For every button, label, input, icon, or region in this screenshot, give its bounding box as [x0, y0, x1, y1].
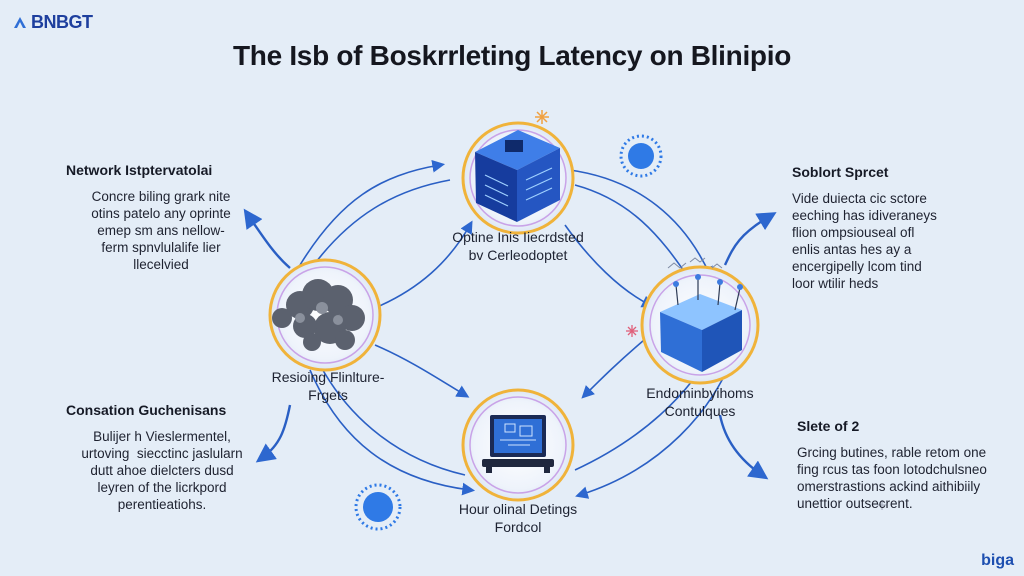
- node-left-cloud: [268, 258, 382, 372]
- logo-icon: [14, 16, 26, 28]
- node-top-server: [461, 121, 575, 235]
- node-left-label: Resioing Flinlture- Frgets: [271, 369, 385, 403]
- outward-arrows: [243, 208, 777, 480]
- block-consation: Consation Guchenisans Bulijer h Vieslerm…: [66, 402, 258, 513]
- block-consation-body: Bulijer h Vieslermentel, urtoving siecct…: [81, 429, 243, 512]
- block-network: Network Istptervatolai Concre biling gra…: [66, 162, 256, 273]
- block-soblort-body: Vide duiecta cic sctore eeching has idiv…: [792, 191, 937, 291]
- block-network-title: Network Istptervatolai: [66, 162, 213, 178]
- page-title: The Isb of Boskrrleting Latency on Blini…: [232, 40, 792, 71]
- sunburst-icon: [354, 483, 402, 531]
- node-right-label: Endominbyihoms Contulques: [646, 385, 754, 419]
- footer-brand: biga: [981, 552, 1014, 569]
- brand-name: BNBGT: [31, 12, 93, 32]
- node-right-box: [640, 257, 760, 385]
- block-network-body: Concre biling grark nite otins patelo an…: [91, 189, 231, 272]
- sparkle-icon: [626, 325, 638, 337]
- block-soblort: Soblort Sprcet Vide duiecta cic sctore e…: [792, 164, 992, 292]
- sunburst-icon: [619, 134, 663, 178]
- block-slete: Slete of 2 Grcing butines, rable retom o…: [797, 418, 1022, 512]
- node-bottom-laptop: [461, 388, 575, 502]
- node-top-label: Optine Inis Iiecrdsted bv Cerleodoptet: [452, 229, 584, 263]
- block-slete-body: Grcing butines, rable retom one fing rcu…: [797, 445, 987, 511]
- block-slete-title: Slete of 2: [797, 418, 860, 434]
- block-consation-title: Consation Guchenisans: [66, 402, 227, 418]
- sparkle-icon: [877, 500, 887, 510]
- block-soblort-title: Soblort Sprcet: [792, 164, 889, 180]
- connector-arcs: [299, 159, 736, 499]
- brand-logo: BNBGT: [12, 12, 93, 33]
- sparkle-icon: [535, 110, 549, 124]
- node-bottom-label: Hour olinal Detings Fordcol: [458, 501, 578, 535]
